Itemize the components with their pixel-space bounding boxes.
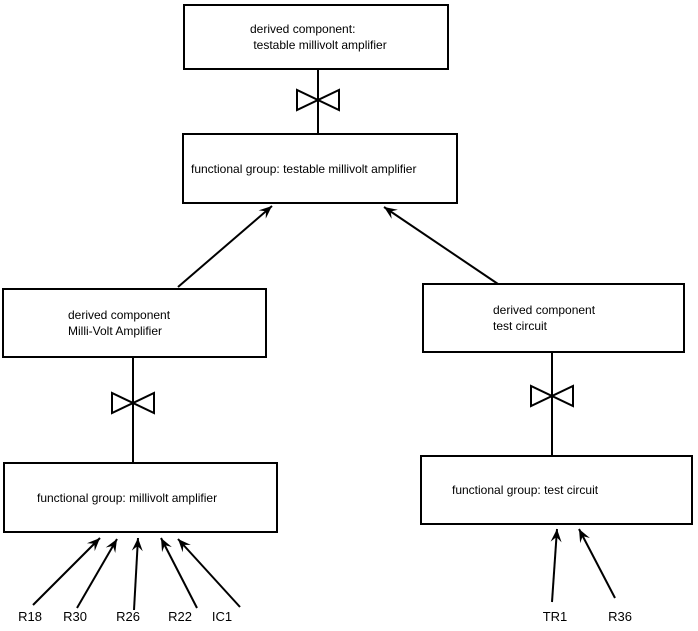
- arrow-r18: [32, 537, 101, 606]
- bowtie-icon-right: [530, 384, 574, 408]
- box-text-line: testable millivolt amplifier: [250, 38, 387, 52]
- box-derived-test-circuit: derived component test circuit: [422, 283, 685, 353]
- arrow-tr1: [550, 528, 562, 603]
- bowtie-icon-left: [111, 391, 155, 415]
- box-text-line: derived component: [68, 308, 171, 322]
- arrow-r36: [578, 528, 616, 599]
- box-functional-group-testable-millivolt-amplifier: functional group: testable millivolt amp…: [182, 133, 458, 204]
- arrow-r22: [160, 537, 198, 609]
- box-text-line: Milli-Volt Amplifier: [68, 324, 163, 338]
- arrow-right-derived-to-fg-testable: [383, 206, 499, 285]
- arrow-left-derived-to-fg-testable: [177, 205, 273, 288]
- bowtie-icon-top: [296, 88, 340, 112]
- box-text-line: test circuit: [493, 319, 548, 333]
- component-label-r30: R30: [63, 609, 87, 624]
- box-functional-group-test-circuit: functional group: test circuit: [420, 455, 693, 525]
- box-derived-testable-millivolt-amplifier: derived component: testable millivolt am…: [183, 4, 449, 70]
- box-text-line: derived component:: [250, 22, 356, 36]
- component-label-ic1: IC1: [211, 609, 233, 624]
- box-text-line: derived component: [493, 303, 596, 317]
- box-text-line: functional group: test circuit: [452, 483, 599, 497]
- component-label-r26: R26: [116, 609, 140, 624]
- box-derived-milli-volt-amplifier: derived component Milli-Volt Amplifier: [2, 288, 267, 358]
- component-label-tr1: TR1: [542, 609, 568, 624]
- arrow-r30: [76, 538, 118, 609]
- arrow-ic1: [177, 538, 241, 608]
- box-functional-group-millivolt-amplifier: functional group: millivolt amplifier: [3, 462, 278, 533]
- box-text-line: functional group: millivolt amplifier: [37, 490, 218, 505]
- component-label-r18: R18: [18, 609, 42, 624]
- component-label-r22: R22: [168, 609, 192, 624]
- arrow-r26: [131, 537, 143, 611]
- box-text-line: functional group: testable millivolt amp…: [191, 161, 417, 176]
- component-label-r36: R36: [608, 609, 632, 624]
